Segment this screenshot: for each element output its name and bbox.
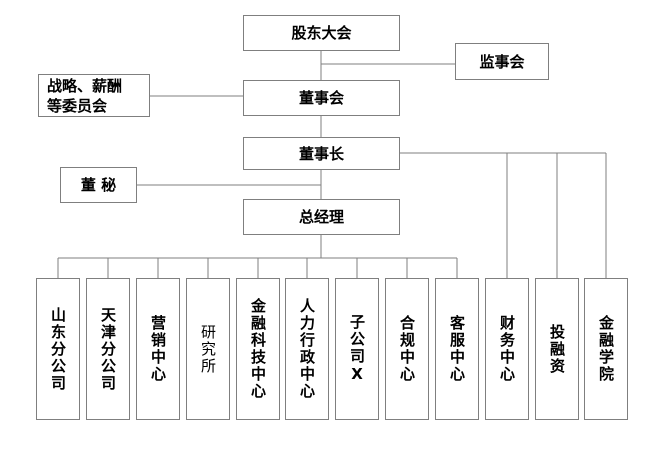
board-secretary-label: 董 秘: [80, 176, 117, 194]
dept-fintech-center: 金融科技中心: [236, 278, 280, 420]
dept-research-institute-label: 研究所: [199, 323, 217, 375]
dept-marketing-center-label: 营销中心: [149, 315, 167, 383]
dept-customer-service-center-label: 客服中心: [448, 315, 466, 383]
dept-compliance-center-label: 合规中心: [398, 315, 416, 383]
shareholders-meeting-box: 股东大会: [243, 15, 400, 51]
dept-investment-financing: 投融资: [535, 278, 579, 420]
dept-hr-admin-center: 人力行政中心: [285, 278, 329, 420]
board-of-directors-label: 董事会: [298, 89, 344, 107]
dept-finance-center-label: 财务中心: [498, 315, 516, 383]
general-manager-label: 总经理: [298, 208, 344, 226]
dept-finance-academy-label: 金融学院: [597, 315, 615, 383]
general-manager-box: 总经理: [243, 199, 400, 235]
dept-tianjin-branch-label: 天津分公司: [99, 306, 117, 392]
shareholders-meeting-label: 股东大会: [291, 24, 352, 42]
board-of-directors-box: 董事会: [243, 80, 400, 116]
dept-compliance-center: 合规中心: [385, 278, 429, 420]
dept-shandong-branch-label: 山东分公司: [49, 306, 67, 392]
dept-subsidiary-x: 子公司X: [335, 278, 379, 420]
dept-tianjin-branch: 天津分公司: [86, 278, 130, 420]
board-secretary-box: 董 秘: [60, 167, 137, 203]
dept-fintech-center-label: 金融科技中心: [249, 298, 267, 400]
dept-marketing-center: 营销中心: [136, 278, 180, 420]
strategy-committee-box: 战略、薪酬 等委员会: [38, 74, 150, 117]
supervisory-board-box: 监事会: [455, 43, 549, 80]
dept-hr-admin-center-label: 人力行政中心: [298, 298, 316, 400]
dept-finance-academy: 金融学院: [584, 278, 628, 420]
chairman-box: 董事长: [243, 137, 400, 170]
dept-customer-service-center: 客服中心: [435, 278, 479, 420]
supervisory-board-label: 监事会: [479, 52, 525, 71]
dept-subsidiary-x-label: 子公司X: [348, 313, 366, 385]
dept-investment-financing-label: 投融资: [548, 323, 566, 375]
strategy-committee-label: 战略、薪酬 等委员会: [47, 76, 123, 115]
dept-finance-center: 财务中心: [485, 278, 529, 420]
chairman-label: 董事长: [298, 144, 344, 163]
dept-shandong-branch: 山东分公司: [36, 278, 80, 420]
dept-research-institute: 研究所: [186, 278, 230, 420]
